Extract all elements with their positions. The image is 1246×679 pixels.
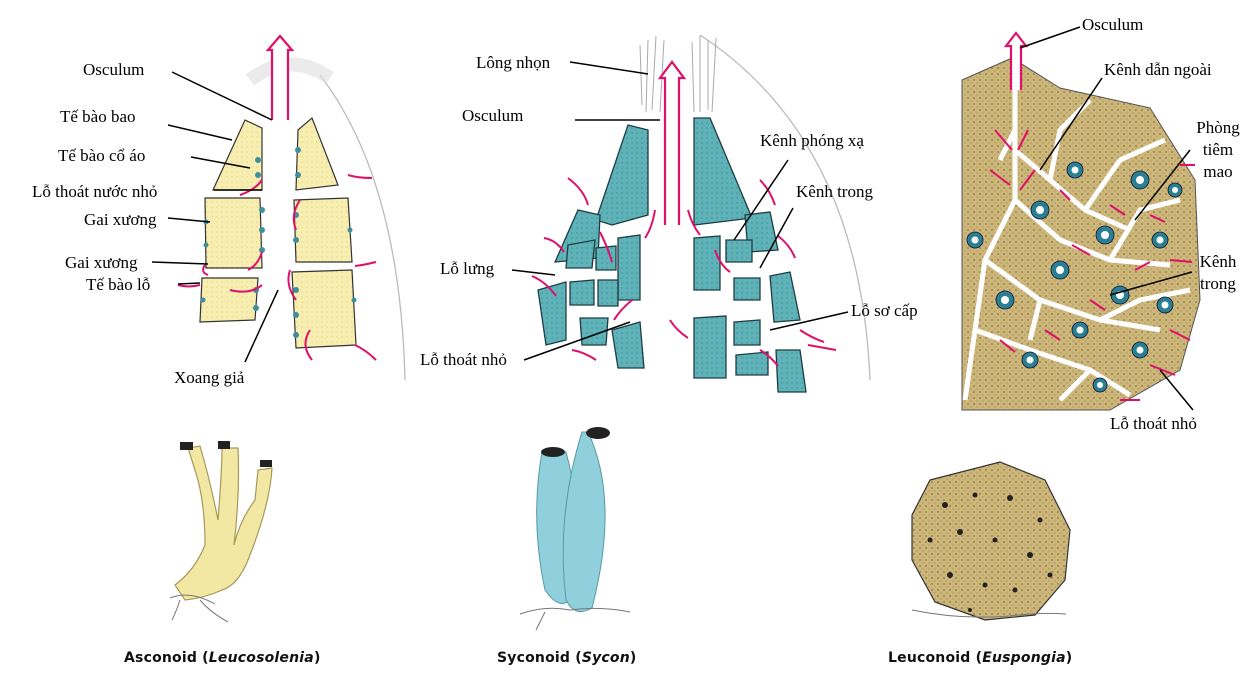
- leuconoid-label-osculum: Osculum: [1082, 15, 1143, 35]
- syconoid-caption-type: Syconoid (: [497, 650, 582, 666]
- asconoid-osculum-arrow: [268, 36, 292, 120]
- asconoid-label-xoang-gia: Xoang giả: [174, 368, 244, 388]
- leuconoid-caption-genus: Euspongia: [982, 650, 1066, 666]
- leuconoid-caption-close: ): [1066, 650, 1073, 666]
- asconoid-caption-type: Asconoid (: [124, 650, 209, 666]
- leuconoid-label-phong-tiem-mao-3: mao: [1190, 162, 1246, 182]
- syconoid-label-lo-so-cap: Lỗ sơ cấp: [851, 301, 918, 321]
- syconoid-label-kenh-trong: Kênh trong: [796, 182, 873, 202]
- leuconoid-label-phong-tiem-mao-1: Phòng: [1190, 118, 1246, 138]
- asconoid-caption-genus: Leucosolenia: [209, 650, 314, 666]
- asconoid-left-wall: [200, 120, 262, 322]
- leuconoid-label-lo-thoat-nho: Lỗ thoát nhỏ: [1110, 414, 1197, 434]
- asconoid-section: [152, 36, 405, 380]
- asconoid-caption: Asconoid (Leucosolenia): [124, 650, 321, 666]
- syconoid-osculum-tip: [541, 447, 565, 457]
- asconoid-organism: [170, 441, 272, 622]
- leuconoid-label-kenh-dan-ngoai: Kênh dẫn ngoài: [1104, 60, 1212, 80]
- asconoid-caption-close: ): [314, 650, 321, 666]
- leuconoid-label-kenh-trong-2: trong: [1190, 274, 1246, 294]
- asconoid-label-lo-thoat-nuoc-nho: Lỗ thoát nước nhỏ: [32, 182, 157, 202]
- asconoid-label-te-bao-bao: Tế bào bao: [60, 107, 136, 127]
- asconoid-top-haze: [250, 64, 330, 80]
- syconoid-section: [512, 35, 870, 392]
- syconoid-caption-genus: Sycon: [582, 650, 630, 666]
- leuconoid-caption-type: Leuconoid (: [888, 650, 982, 666]
- asconoid-label-te-bao-lo: Tế bào lỗ: [86, 275, 150, 295]
- syconoid-label-osculum: Osculum: [462, 106, 523, 126]
- syconoid-right-wall: [694, 118, 806, 392]
- asconoid-right-wall: [292, 118, 356, 348]
- syconoid-label-long-nhon: Lông nhọn: [476, 53, 550, 73]
- asconoid-label-gai-xuong-2: Gai xương: [65, 253, 138, 273]
- leuconoid-organism: [912, 462, 1070, 620]
- leuconoid-caption: Leuconoid (Euspongia): [888, 650, 1072, 666]
- syconoid-label-lo-thoat-nho: Lỗ thoát nhỏ: [420, 350, 507, 370]
- syconoid-left-wall: [538, 125, 648, 368]
- syconoid-caption: Syconoid (Sycon): [497, 650, 637, 666]
- syconoid-osculum-arrow: [660, 62, 684, 225]
- leuconoid-label-kenh-trong-1: Kênh: [1190, 252, 1246, 272]
- leuconoid-section: [962, 27, 1200, 410]
- syconoid-label-lo-lung: Lỗ lưng: [440, 259, 494, 279]
- leuconoid-label-phong-tiem-mao-2: tiêm: [1190, 140, 1246, 160]
- asconoid-label-osculum: Osculum: [83, 60, 144, 80]
- syconoid-label-kenh-phong-xa: Kênh phóng xạ: [760, 131, 864, 151]
- asconoid-label-gai-xuong-1: Gai xương: [84, 210, 157, 230]
- syconoid-caption-close: ): [630, 650, 637, 666]
- syconoid-organism: [520, 427, 630, 630]
- asconoid-label-te-bao-co-ao: Tế bào cổ áo: [58, 146, 145, 166]
- asconoid-osculum-tip: [180, 442, 193, 450]
